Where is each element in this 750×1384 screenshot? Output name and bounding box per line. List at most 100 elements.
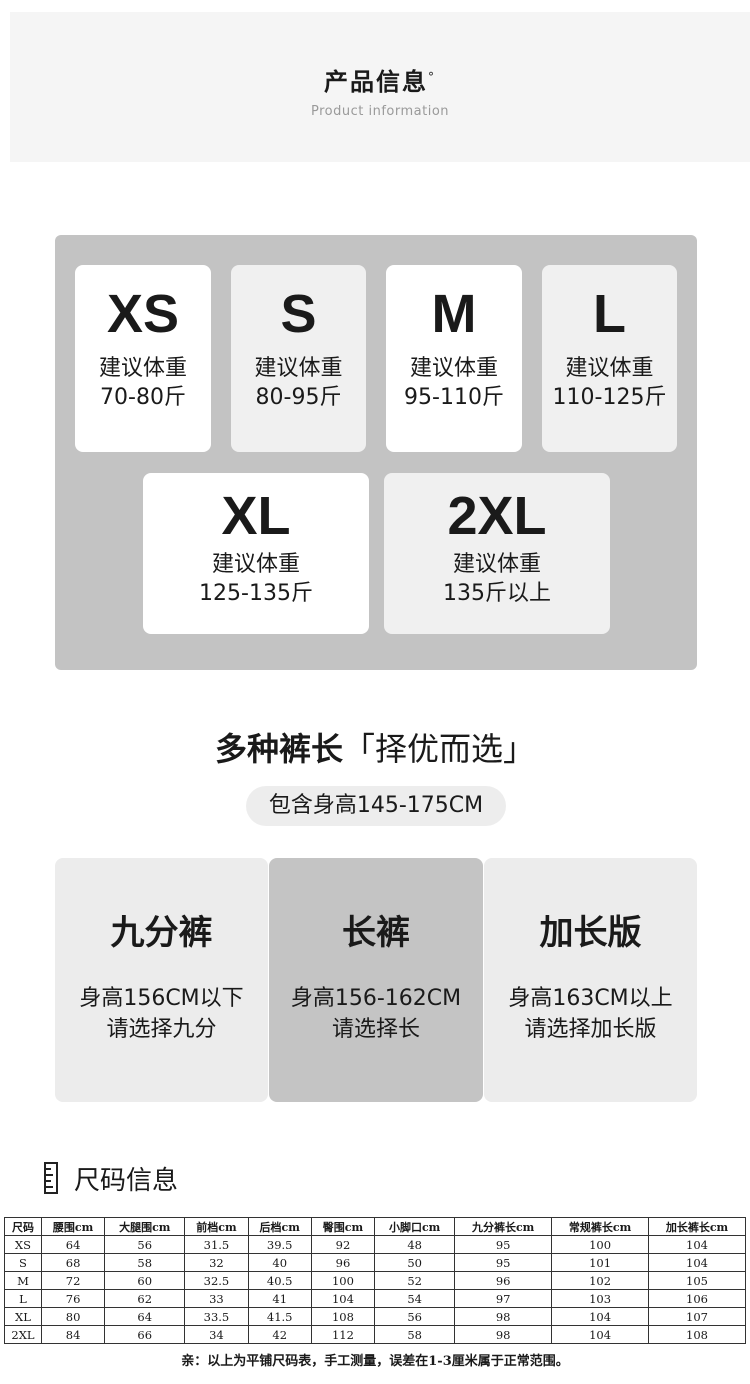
size-label: L bbox=[593, 284, 626, 344]
table-cell: 107 bbox=[648, 1307, 746, 1326]
table-cell: 58 bbox=[374, 1325, 456, 1344]
table-cell: 95 bbox=[454, 1253, 553, 1272]
table-cell: XS bbox=[4, 1235, 42, 1254]
table-cell: 98 bbox=[454, 1325, 553, 1344]
table-row: XL 80 64 33.5 41.5 108 56 98 104 107 bbox=[4, 1307, 746, 1326]
table-cell: M bbox=[4, 1271, 42, 1290]
column-header: 臀围cm bbox=[310, 1217, 376, 1236]
table-cell: 101 bbox=[551, 1253, 650, 1272]
table-cell: 92 bbox=[310, 1235, 376, 1254]
table-cell: 34 bbox=[184, 1325, 249, 1344]
table-cell: 50 bbox=[374, 1253, 456, 1272]
size-card-2xl: 2XL 建议体重 135斤以上 bbox=[384, 473, 610, 634]
length-name: 九分裤 bbox=[110, 913, 213, 953]
table-cell: 98 bbox=[454, 1307, 553, 1326]
length-height: 身高163CM以上 bbox=[508, 986, 673, 1011]
length-card-regular: 长裤 身高156-162CM 请选择长 bbox=[269, 858, 483, 1102]
table-cell: 72 bbox=[40, 1271, 106, 1290]
size-label: S bbox=[280, 284, 317, 344]
length-name: 加长版 bbox=[539, 913, 642, 953]
table-cell: 100 bbox=[310, 1271, 376, 1290]
table-cell: 60 bbox=[104, 1271, 186, 1290]
table-cell: 108 bbox=[648, 1325, 746, 1344]
table-cell: 76 bbox=[40, 1289, 106, 1308]
table-row: S 68 58 32 40 96 50 95 101 104 bbox=[4, 1253, 746, 1272]
pants-length-title: 多种裤长「择优而选」 bbox=[214, 730, 536, 768]
table-cell: 80 bbox=[40, 1307, 106, 1326]
length-height: 身高156CM以下 bbox=[79, 986, 244, 1011]
table-cell: 100 bbox=[551, 1235, 650, 1254]
table-cell: 2XL bbox=[4, 1325, 42, 1344]
table-cell: 105 bbox=[648, 1271, 746, 1290]
table-cell: 97 bbox=[454, 1289, 553, 1308]
size-label: 2XL bbox=[447, 486, 547, 546]
size-card-xl: XL 建议体重 125-135斤 bbox=[143, 473, 369, 634]
page-title: 产品信息° bbox=[324, 68, 436, 96]
weight-value: 135斤以上 bbox=[443, 580, 551, 606]
weight-label: 建议体重 bbox=[98, 356, 187, 381]
table-cell: 108 bbox=[310, 1307, 376, 1326]
table-cell: 68 bbox=[40, 1253, 106, 1272]
size-weight-panel: XS 建议体重 70-80斤 S 建议体重 80-95斤 M 建议体重 95-1… bbox=[55, 235, 697, 670]
column-header: 常规裤长cm bbox=[551, 1217, 650, 1236]
length-card-cropped: 九分裤 身高156CM以下 请选择九分 bbox=[55, 858, 268, 1102]
table-cell: 42 bbox=[247, 1325, 312, 1344]
table-row: 2XL 84 66 34 42 112 58 98 104 108 bbox=[4, 1325, 746, 1344]
measurement-note: 亲：以上为平铺尺码表，手工测量，误差在1-3厘米属于正常范围。 bbox=[181, 1354, 569, 1369]
table-cell: 33.5 bbox=[184, 1307, 249, 1326]
table-cell: 64 bbox=[40, 1235, 106, 1254]
weight-value: 110-125斤 bbox=[552, 384, 667, 410]
product-info-header: 产品信息° Product information bbox=[10, 12, 750, 162]
table-cell: 39.5 bbox=[247, 1235, 312, 1254]
column-header: 腰围cm bbox=[40, 1217, 106, 1236]
length-name: 长裤 bbox=[342, 913, 410, 953]
table-cell: 64 bbox=[104, 1307, 186, 1326]
column-header: 前档cm bbox=[184, 1217, 249, 1236]
table-cell: 104 bbox=[648, 1235, 746, 1254]
table-header-row: 尺码 腰围cm 大腿围cm 前档cm 后档cm 臀围cm 小脚口cm 九分裤长c… bbox=[4, 1217, 746, 1236]
table-cell: L bbox=[4, 1289, 42, 1308]
table-cell: 103 bbox=[551, 1289, 650, 1308]
table-cell: 41 bbox=[247, 1289, 312, 1308]
table-cell: 41.5 bbox=[247, 1307, 312, 1326]
table-cell: S bbox=[4, 1253, 42, 1272]
weight-label: 建议体重 bbox=[409, 356, 498, 381]
height-range-badge: 包含身高145-175CM bbox=[246, 786, 506, 826]
weight-label: 建议体重 bbox=[452, 552, 541, 577]
size-label: M bbox=[431, 284, 477, 344]
table-cell: 32.5 bbox=[184, 1271, 249, 1290]
size-table: 尺码 腰围cm 大腿围cm 前档cm 后档cm 臀围cm 小脚口cm 九分裤长c… bbox=[4, 1217, 746, 1344]
table-row: XS 64 56 31.5 39.5 92 48 95 100 104 bbox=[4, 1235, 746, 1254]
length-card-long: 加长版 身高163CM以上 请选择加长版 bbox=[484, 858, 697, 1102]
table-cell: 96 bbox=[310, 1253, 376, 1272]
size-card-s: S 建议体重 80-95斤 bbox=[231, 265, 366, 452]
table-cell: 56 bbox=[104, 1235, 186, 1254]
table-cell: 95 bbox=[454, 1235, 553, 1254]
page-subtitle: Product information bbox=[310, 104, 450, 119]
column-header: 九分裤长cm bbox=[454, 1217, 553, 1236]
table-cell: 40.5 bbox=[247, 1271, 312, 1290]
table-cell: 96 bbox=[454, 1271, 553, 1290]
table-row: M 72 60 32.5 40.5 100 52 96 102 105 bbox=[4, 1271, 746, 1290]
weight-value: 80-95斤 bbox=[255, 384, 342, 410]
table-cell: 48 bbox=[374, 1235, 456, 1254]
table-cell: 84 bbox=[40, 1325, 106, 1344]
column-header: 尺码 bbox=[4, 1217, 42, 1236]
length-advice: 请选择九分 bbox=[106, 1016, 217, 1042]
length-advice: 请选择加长版 bbox=[524, 1016, 657, 1042]
table-cell: 106 bbox=[648, 1289, 746, 1308]
table-cell: 104 bbox=[648, 1253, 746, 1272]
table-cell: 66 bbox=[104, 1325, 186, 1344]
weight-label: 建议体重 bbox=[211, 552, 300, 577]
length-height: 身高156-162CM bbox=[290, 986, 462, 1011]
size-card-m: M 建议体重 95-110斤 bbox=[386, 265, 522, 452]
table-cell: 56 bbox=[374, 1307, 456, 1326]
size-table-header: 尺码信息 bbox=[44, 1160, 178, 1196]
table-cell: 52 bbox=[374, 1271, 456, 1290]
table-cell: 40 bbox=[247, 1253, 312, 1272]
table-cell: 112 bbox=[310, 1325, 376, 1344]
weight-label: 建议体重 bbox=[565, 356, 654, 381]
weight-value: 125-135斤 bbox=[199, 580, 313, 606]
table-cell: 62 bbox=[104, 1289, 186, 1308]
table-cell: 104 bbox=[551, 1325, 650, 1344]
